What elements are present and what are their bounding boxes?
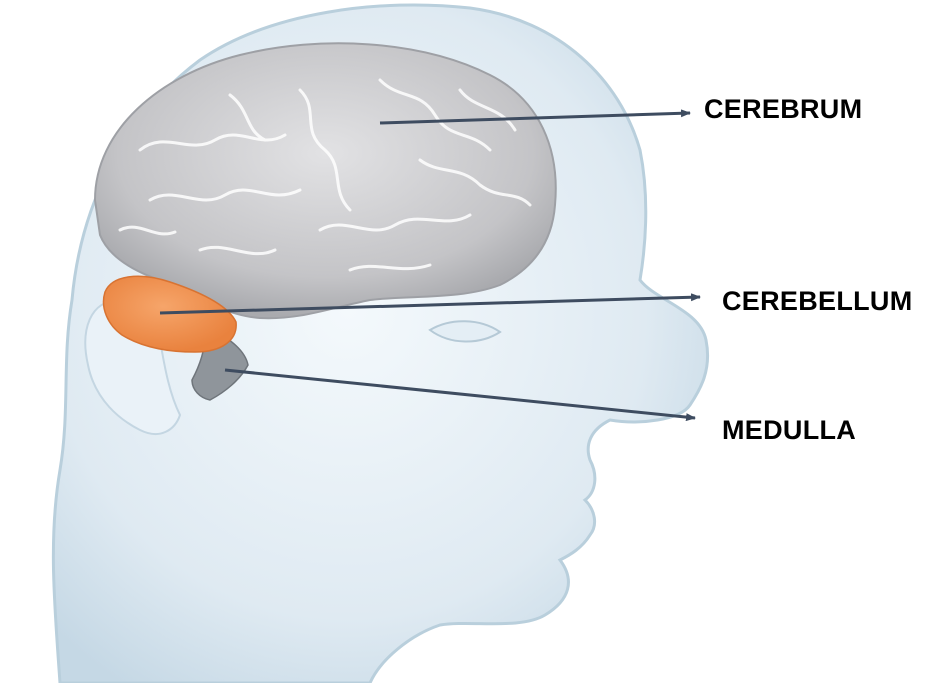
cerebellum-label: CEREBELLUM	[722, 286, 913, 317]
cerebrum-label: CEREBRUM	[704, 94, 862, 125]
cerebrum	[95, 43, 556, 318]
medulla-label: MEDULLA	[722, 415, 856, 446]
